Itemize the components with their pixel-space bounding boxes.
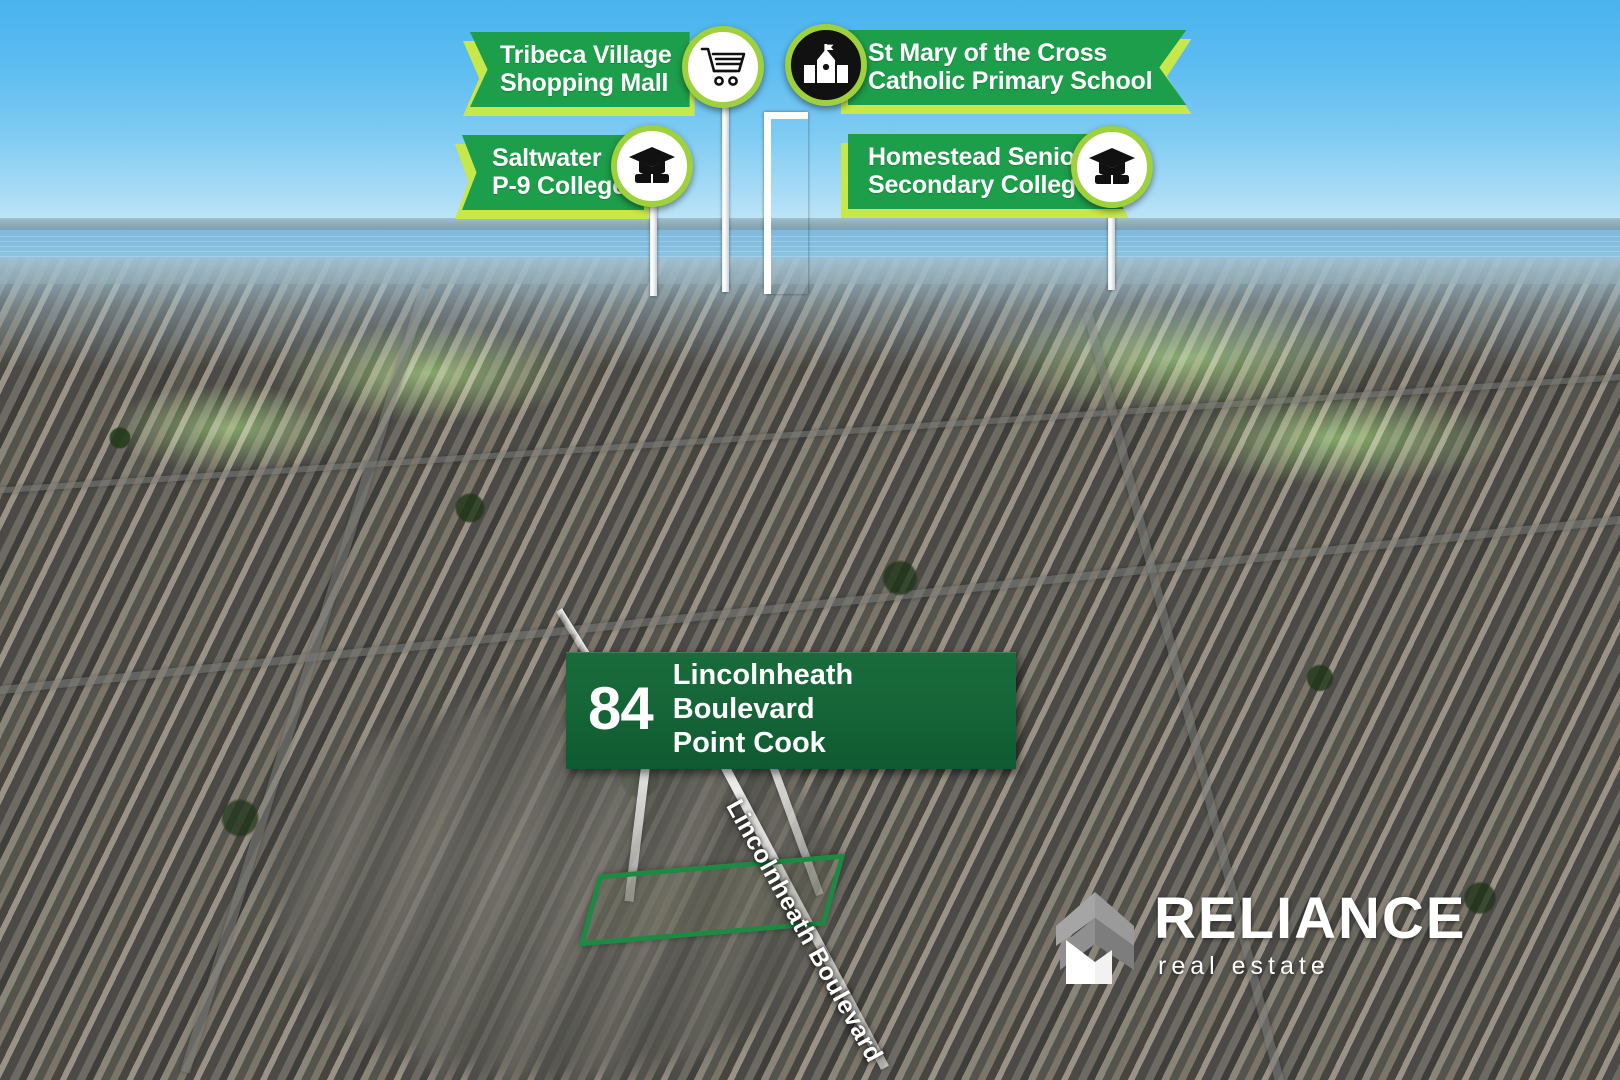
poi-label: Homestead Senior Secondary College	[848, 134, 1124, 209]
shopping-cart-icon[interactable]	[682, 26, 764, 108]
poi-ribbon-saltwater[interactable]: Saltwater P-9 College	[455, 135, 649, 219]
marker-stem	[650, 196, 657, 296]
marker-stem	[1108, 204, 1115, 290]
poi-ribbon-st-mary[interactable]: St Mary of the Cross Catholic Primary Sc…	[841, 30, 1192, 114]
brand-wordmark: RELIANCE real estate	[1154, 886, 1467, 981]
street-name: Lincolnheath Boulevard	[672, 659, 854, 726]
poi-label-line2: Shopping Mall	[500, 69, 669, 97]
address-lines: Lincolnheath Boulevard Point Cook	[673, 658, 1002, 761]
brand-logo: RELIANCE real estate	[1052, 888, 1466, 984]
poi-label-line1: Tribeca Village	[500, 41, 672, 69]
poi-label: Tribeca Village Shopping Mall	[470, 32, 690, 107]
house-logo-icon	[1052, 888, 1138, 984]
graduation-cap-icon[interactable]	[611, 125, 693, 207]
brand-name: RELIANCE	[1154, 886, 1467, 952]
street-number: 84	[588, 675, 654, 743]
poi-ribbon-tribeca-village[interactable]: Tribeca Village Shopping Mall	[463, 32, 695, 116]
distant-coastline	[0, 218, 1620, 232]
poi-label-line1: Homestead Senior	[868, 143, 1085, 171]
marker-stem-elbow	[764, 112, 808, 294]
property-address-banner[interactable]: 84 Lincolnheath Boulevard Point Cook	[566, 652, 1016, 769]
poi-label-line1: St Mary of the Cross	[868, 39, 1108, 67]
poi-label-line2: Catholic Primary School	[868, 67, 1153, 95]
poi-label: St Mary of the Cross Catholic Primary Sc…	[848, 30, 1187, 105]
marker-stem	[722, 96, 729, 292]
church-school-building-icon[interactable]	[785, 24, 867, 106]
poi-label-line1: Saltwater	[492, 144, 602, 172]
brand-tagline: real estate	[1158, 951, 1330, 980]
poi-label-line2: P-9 College	[492, 172, 626, 200]
graduation-cap-icon[interactable]	[1071, 126, 1153, 208]
suburb-name: Point Cook	[672, 727, 826, 760]
poi-label-line2: Secondary College	[868, 171, 1090, 199]
